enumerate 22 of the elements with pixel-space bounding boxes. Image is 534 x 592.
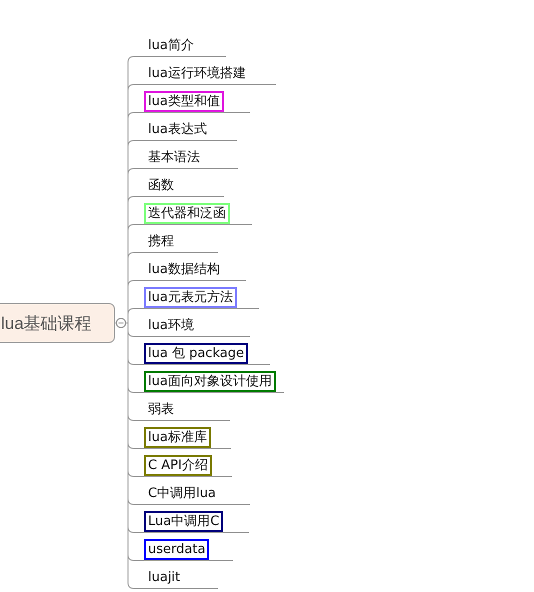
central-topic bbox=[0, 303, 115, 343]
topic-label: luajit bbox=[147, 569, 182, 587]
topic-label: lua简介 bbox=[147, 37, 195, 55]
topic-label: lua基础课程 bbox=[1, 312, 92, 334]
topic-label: Lua中调用C bbox=[144, 511, 224, 532]
topic-label: userdata bbox=[144, 539, 210, 560]
topic-label: 迭代器和泛函 bbox=[144, 203, 230, 224]
topic-label: 携程 bbox=[147, 233, 175, 251]
topic-label: 函数 bbox=[147, 177, 175, 195]
topic-label: 基本语法 bbox=[147, 149, 201, 167]
topic-label: lua表达式 bbox=[147, 121, 208, 139]
topic-label: 弱表 bbox=[147, 401, 175, 419]
topic-label: C API介绍 bbox=[144, 455, 212, 476]
topic-label: lua 包 package bbox=[144, 343, 248, 364]
topic-label: C中调用lua bbox=[147, 485, 217, 503]
topic-label: lua类型和值 bbox=[144, 91, 224, 112]
topic-label: lua面向对象设计使用 bbox=[144, 371, 276, 392]
topic-label: lua环境 bbox=[147, 317, 195, 335]
topic-label: lua标准库 bbox=[144, 427, 211, 448]
topic-label: lua运行环境搭建 bbox=[147, 65, 247, 83]
topic-label: lua数据结构 bbox=[147, 261, 221, 279]
topic-label: lua元表元方法 bbox=[144, 287, 237, 308]
